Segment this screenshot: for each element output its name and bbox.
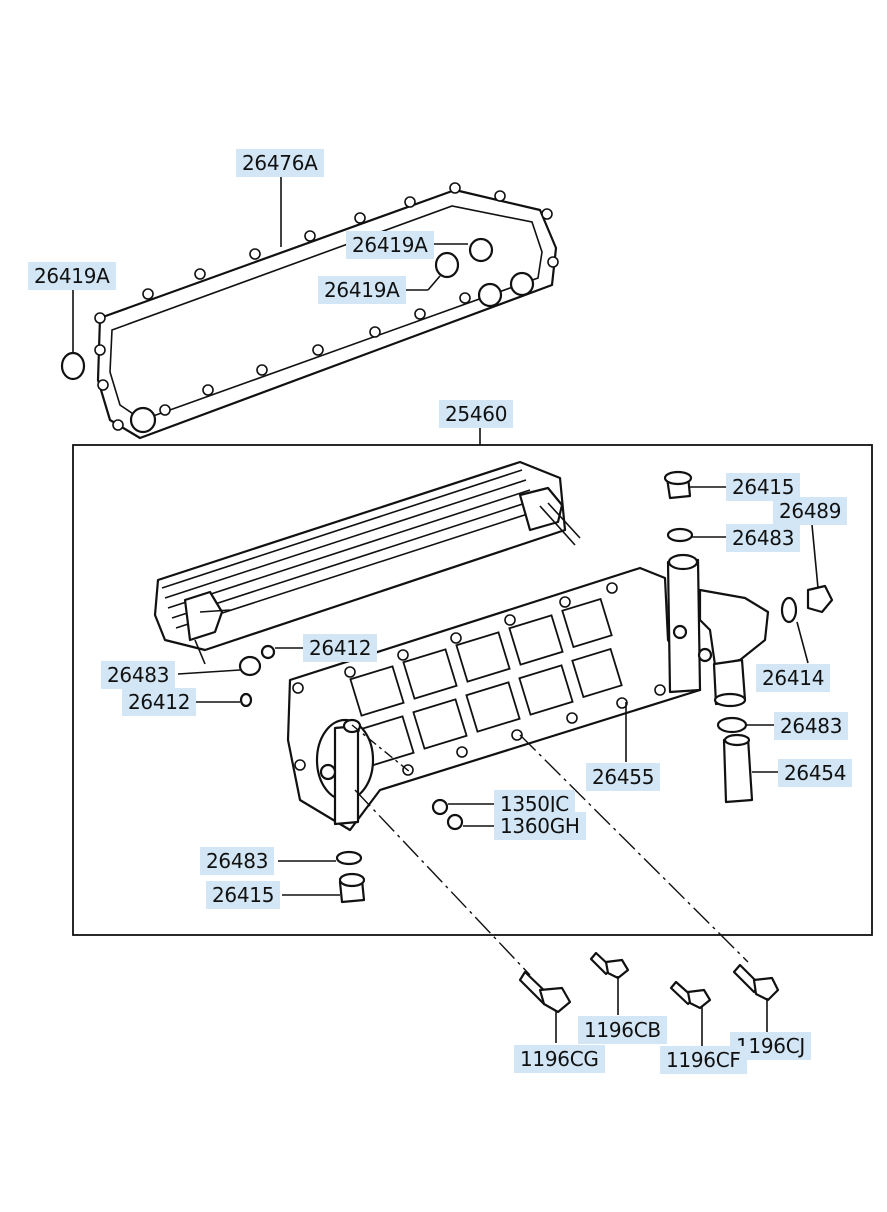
gasket-26476A [94,182,559,440]
label-25460: 25460 [439,400,514,428]
label-26483-low: 26483 [200,847,275,875]
washer-1350JC [431,798,449,816]
bolt-1196CG [518,970,572,1014]
oring-26412-left [239,692,253,708]
label-26412-left: 26412 [122,688,197,716]
label-26489: 26489 [773,497,848,525]
oring-26419A-mid [434,251,460,279]
label-1196CF: 1196CF [660,1046,747,1074]
label-26419A-left: 26419A [28,262,116,290]
label-26414: 26414 [756,664,831,692]
label-1360GH: 1360GH [494,812,586,840]
label-26419A-top: 26419A [346,231,434,259]
oring-26414 [780,596,798,624]
label-26476A: 26476A [236,149,324,177]
label-26415-top: 26415 [726,473,801,501]
oil-cooler-housing [286,553,770,832]
oring-26483-left [238,655,262,677]
label-1196CG: 1196CG [514,1045,605,1073]
label-26483-left: 26483 [101,661,176,689]
oring-26412-mid [260,644,276,660]
plug-26489 [806,584,834,614]
label-26455: 26455 [586,763,661,791]
oring-26483-right [716,716,748,734]
valve-26454 [722,736,754,804]
label-26454: 26454 [778,759,853,787]
label-1196CB: 1196CB [578,1016,667,1044]
oring-26419A-left [60,351,86,381]
oring-26419A-top [468,237,494,263]
group-box-25460 [72,444,873,936]
label-26412-mid: 26412 [303,634,378,662]
bolt-1196CB [589,951,630,980]
oil-cooler-core [153,460,581,665]
bolt-1196CF [669,980,712,1010]
label-26483-top: 26483 [726,524,801,552]
oring-26483-top [666,527,694,543]
label-26419A-mid: 26419A [318,276,406,304]
oring-26483-low [335,850,363,866]
label-26483-right: 26483 [774,712,849,740]
washer-1360GH [446,813,464,831]
label-26415-low: 26415 [206,881,281,909]
bolt-1196CJ [732,963,780,1002]
